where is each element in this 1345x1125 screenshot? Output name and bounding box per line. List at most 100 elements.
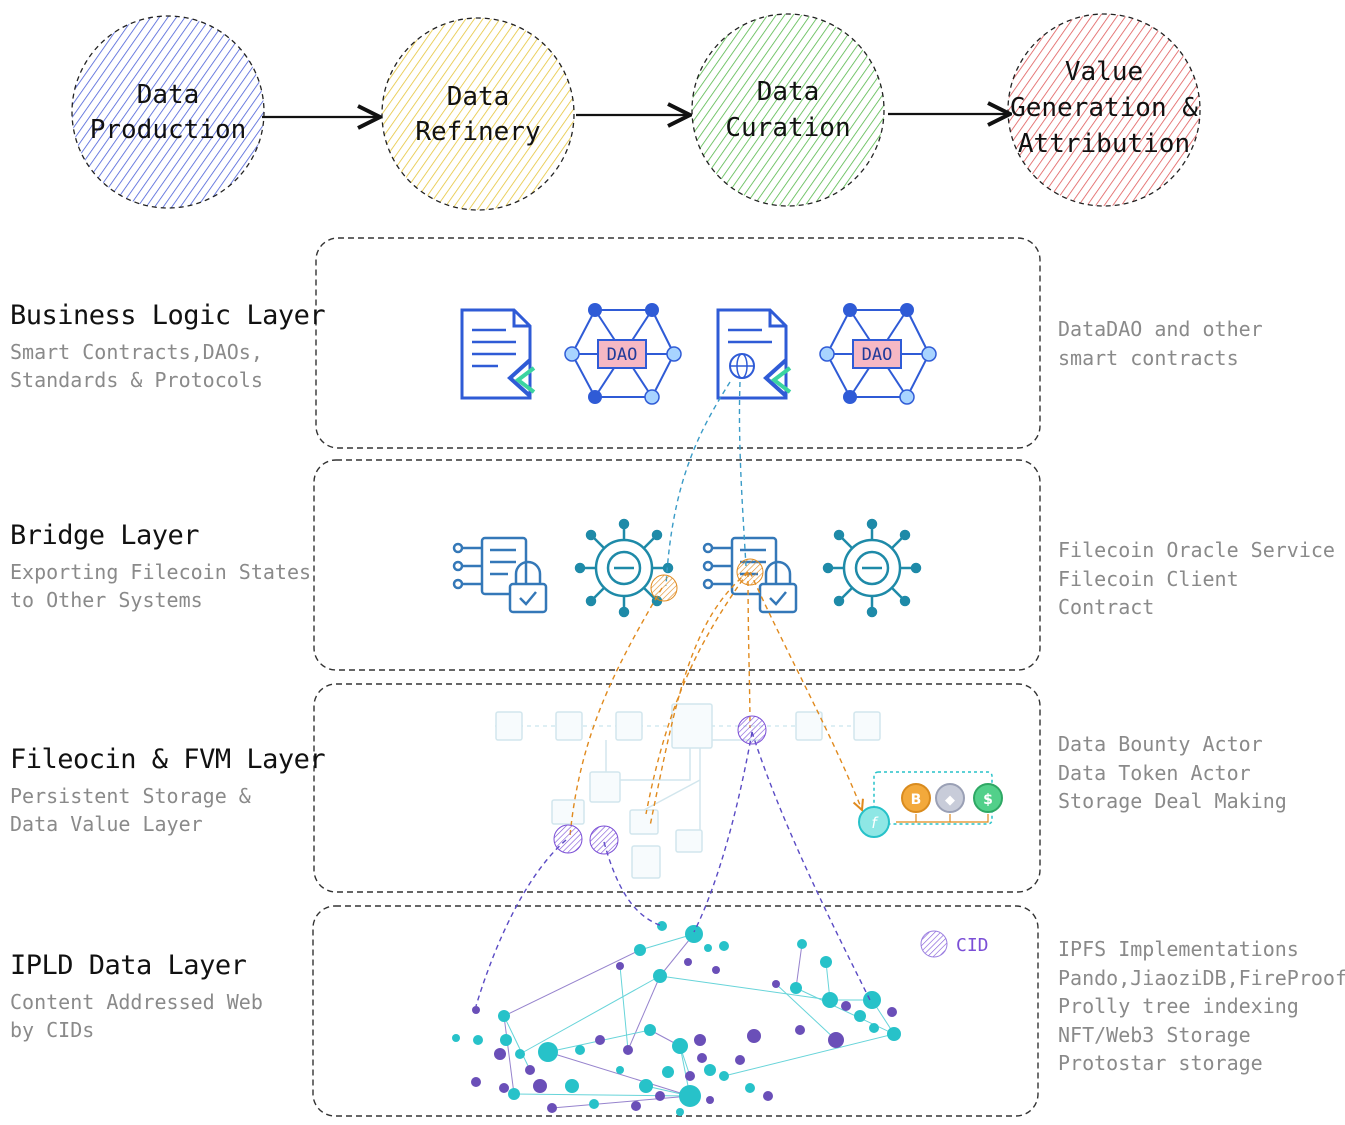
filecoin-coin-glyph: f [871,814,879,832]
ipld-node [672,1038,688,1054]
ipld-node [679,1085,701,1107]
ipld-node [822,992,838,1008]
ipld-edge [519,975,661,1055]
ipld-node [565,1079,579,1093]
ipld-node [525,1065,535,1075]
ipld-node [685,1071,695,1081]
dao-badge-label: DAO [862,345,893,365]
oracle-lock-icon [452,536,548,614]
ipld-edge [723,1033,895,1077]
ipld-edge [503,1015,515,1095]
coin-glyph: ◆ [945,793,955,808]
layer-title: Fileocin & FVM Layer [10,744,326,775]
ipld-node [634,944,646,956]
ipld-node [623,1045,633,1055]
bitcoin-coin-icon [901,783,931,813]
cid-marker [553,824,583,854]
stage-data-curation: Data Curation [691,13,885,207]
ipld-node [772,980,780,988]
ipld-edge [627,975,661,1051]
stage-label-line: Data [137,80,200,110]
ipld-node [616,1066,624,1074]
ipld-node [887,1027,901,1041]
ipld-node [797,939,807,949]
ipld-node [694,1034,706,1046]
ipld-node [685,925,703,943]
ipld-node [869,1023,879,1033]
ipld-node [471,1077,481,1087]
ipld-node [820,956,832,968]
dao-network-icon: DAO [564,303,682,405]
filecoin-fvm-layer-box [313,683,1041,893]
ipld-node [887,1007,897,1017]
business-logic-layer-box [315,237,1041,449]
ipld-node [631,1101,641,1111]
stage-label-line: Production [90,115,247,145]
token-actor-diagram: f B ◆ $ [858,771,1003,838]
ipld-node [575,1045,585,1055]
ipld-node [735,1055,745,1065]
ipld-node [697,1053,707,1063]
ipld-edge [503,949,641,1017]
ipld-node [676,1108,684,1116]
ipld-node [854,1010,866,1022]
ipld-node [704,944,712,952]
ipld-node [763,1091,773,1101]
ipld-node [745,1083,755,1093]
coin-glyph: B [911,792,922,808]
ipld-node [655,1091,665,1101]
ipld-edge [503,1015,531,1071]
ipld-node [712,966,720,974]
ipld-node [589,1099,599,1109]
ipld-node [828,1032,844,1048]
ether-coin-icon [935,783,965,813]
stage-value-generation: Value Generation & Attribution [1007,13,1201,207]
layer-note: Data Bounty Actor Data Token Actor Stora… [1058,732,1287,813]
ipld-node [515,1049,525,1059]
layer-title: IPLD Data Layer [10,950,247,981]
ipld-node [508,1088,520,1100]
filecoin-coin-icon [858,806,890,838]
dollar-coin-icon [973,783,1003,813]
cid-marker [737,715,767,745]
ipld-node [747,1029,761,1043]
ipld-node [538,1042,558,1062]
ipld-edge [619,965,629,1051]
client-contract-lock-icon [702,536,798,614]
ipld-node [719,941,729,951]
layer-subtitle: Smart Contracts,DAOs, Standards & Protoc… [10,340,263,392]
layer-subtitle: Exporting Filecoin States to Other Syste… [10,560,312,612]
stage-label-line: Generation & [1010,93,1198,123]
stage-data-refinery: Data Refinery [381,17,575,211]
stage-data-production: Data Production [71,15,265,209]
ipld-edge [551,1095,691,1109]
smart-contract-icon [460,308,536,400]
layer-title: Bridge Layer [10,520,200,551]
ipld-node [790,982,802,994]
chain-link-network-icon [822,518,922,618]
blue-connectors [665,381,747,587]
ipld-node [547,1103,557,1113]
ipld-node [704,1064,716,1076]
dao-network-icon: DAO [819,303,937,405]
layer-subtitle: Content Addressed Web by CIDs [10,990,263,1042]
pipeline: Data Production Data Refinery Data Curat… [71,13,1201,211]
ipld-node [533,1079,547,1093]
layer-subtitle: Persistent Storage & Data Value Layer [10,784,251,836]
ipld-node [795,1025,805,1035]
ipld-node [452,1034,460,1042]
ipld-node [644,1024,656,1036]
ipld-node [684,958,692,966]
ipld-data-layer-box [312,905,1039,1117]
cid-legend-label: CID [956,935,989,956]
cid-legend: CID [920,930,989,958]
ipld-node [841,1001,851,1011]
stage-label-line: Attribution [1018,129,1190,159]
ipld-node [498,1010,510,1022]
ipld-node [657,921,667,931]
ipld-node [719,1071,729,1081]
storage-network-illustration [495,703,881,879]
ipld-edge [659,975,831,1001]
ipld-edge [795,943,803,989]
ipld-node [662,1066,674,1078]
